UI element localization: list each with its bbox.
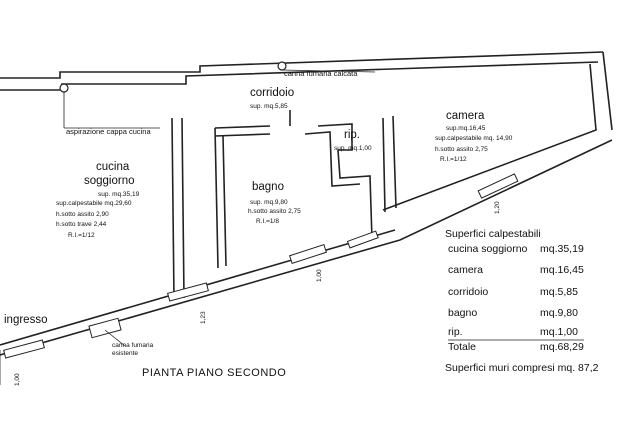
legend-row: camera bbox=[448, 264, 483, 276]
room-cucina-calp: sup.calpestabile mq.29,60 bbox=[56, 200, 132, 207]
legend-row-label: rip. bbox=[448, 326, 463, 338]
bathroom-top-wall bbox=[214, 125, 271, 129]
room-corridoio-sup: sup. mq.5,85 bbox=[250, 103, 288, 110]
room-bagno-sup: sup. mq.9,80 bbox=[250, 199, 288, 206]
camera-left-wall-b bbox=[392, 115, 397, 209]
bottom-wall bbox=[0, 139, 613, 356]
legend-heading: Superfici calpestabili bbox=[445, 228, 541, 240]
room-camera-sup: sup.mq.16,45 bbox=[446, 125, 486, 132]
leader-canna-calcata bbox=[281, 69, 376, 73]
legend-walls-line: Superfici muri compresi mq. 87,2 bbox=[445, 362, 599, 374]
legend-row-value: mq.35,19 bbox=[540, 243, 584, 255]
annotation-aspirazione: aspirazione cappa cucina bbox=[66, 127, 151, 136]
room-rip-sup: sup. mq.1,00 bbox=[334, 145, 372, 152]
window-bathroom bbox=[289, 244, 327, 264]
room-camera-name: camera bbox=[446, 110, 485, 122]
top-wall-inner bbox=[0, 61, 599, 91]
bathroom-left-wall-b bbox=[222, 135, 227, 267]
legend-total-label: Totale bbox=[448, 341, 477, 353]
rip-walls-b bbox=[304, 131, 361, 187]
kitchen-right-wall-2 bbox=[181, 117, 185, 299]
room-camera-h: h.sotto assito 2,75 bbox=[435, 146, 488, 153]
room-cucina-name: cucina bbox=[96, 161, 130, 173]
legend-row-label: camera bbox=[448, 264, 484, 276]
legend-row-label: corridoio bbox=[448, 286, 489, 298]
leader-canna-esistente bbox=[104, 329, 126, 347]
legend-row: corridoio bbox=[448, 286, 488, 298]
right-wall-inner bbox=[382, 63, 597, 211]
dim-label-3: 1,00 bbox=[316, 269, 323, 282]
legend-row-value: mq.5,85 bbox=[540, 286, 578, 298]
bathroom-top-wall-b bbox=[214, 133, 271, 137]
room-bagno-h: h.sotto assito 2,75 bbox=[248, 208, 301, 215]
legend-row-label: cucina soggiorno bbox=[448, 243, 528, 255]
room-rip-name: rip. bbox=[344, 129, 360, 141]
dim-label-1: 1,00 bbox=[14, 373, 21, 386]
rip-walls bbox=[317, 123, 373, 241]
room-cucina-h1: h.sotto assito 2,90 bbox=[56, 211, 109, 218]
bathroom-left-wall bbox=[214, 127, 219, 269]
top-wall bbox=[0, 51, 604, 79]
right-wall bbox=[602, 51, 613, 131]
room-camera-calp: sup.calpestabile mq. 14,90 bbox=[435, 135, 513, 142]
room-soggiorno-name: soggiorno bbox=[84, 175, 135, 187]
legend-row: rip. bbox=[448, 326, 463, 338]
room-camera-ri: R.I.=1/12 bbox=[440, 156, 467, 163]
legend-row: bagno bbox=[448, 307, 477, 319]
kitchen-right-wall bbox=[171, 117, 175, 301]
room-bagno-ri: R.I.=1/8 bbox=[256, 218, 279, 225]
dim-label-2: 1,23 bbox=[200, 311, 207, 324]
window-kitchen bbox=[167, 282, 209, 302]
legend-row: cucina soggiorno bbox=[448, 243, 527, 255]
legend-row-value: mq.1,00 bbox=[540, 326, 578, 338]
room-cucina-h2: h.sotto trave 2,44 bbox=[56, 221, 107, 228]
room-cucina-ri: R.I.=1/12 bbox=[68, 232, 95, 239]
room-ingresso-name: ingresso bbox=[4, 314, 48, 326]
annotation-canna-fumaria-1: canna fumaria bbox=[112, 342, 154, 349]
dim-label-4: 1,20 bbox=[494, 201, 501, 214]
flue-existing bbox=[88, 317, 122, 339]
room-bagno-name: bagno bbox=[252, 181, 284, 193]
room-corridoio-name: corridoio bbox=[250, 87, 295, 99]
annotation-canna-fumaria-calcata: canna fumaria calcata bbox=[284, 69, 358, 78]
window-entry bbox=[3, 339, 45, 359]
window-camera bbox=[477, 173, 519, 199]
window-rip bbox=[346, 230, 379, 249]
camera-left-wall bbox=[382, 117, 386, 213]
plan-title: PIANTA PIANO SECONDO bbox=[142, 367, 287, 379]
room-cucina-sup: sup. mq.35,19 bbox=[98, 191, 140, 198]
legend-row-value: mq.16,45 bbox=[540, 264, 584, 276]
legend-total-value: mq.68,29 bbox=[540, 341, 584, 353]
annotation-canna-fumaria-2: esistente bbox=[112, 350, 139, 357]
flue-circle-left bbox=[59, 83, 69, 93]
legend-row-label: bagno bbox=[448, 307, 478, 319]
legend-row-value: mq.9,80 bbox=[540, 307, 578, 319]
